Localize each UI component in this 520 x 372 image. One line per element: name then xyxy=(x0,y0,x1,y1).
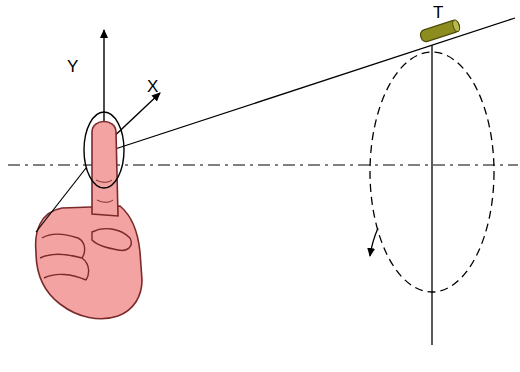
leader-line xyxy=(36,168,86,232)
index-finger xyxy=(92,122,118,217)
hand-fist xyxy=(36,206,142,319)
target-label: T xyxy=(433,4,443,21)
rotation-path xyxy=(370,52,494,292)
rotation-arrow xyxy=(370,228,378,256)
axis-label: X xyxy=(147,78,158,95)
target-cylinder xyxy=(419,19,461,43)
finger-joints xyxy=(96,180,113,202)
rotation-ellipse xyxy=(84,112,124,188)
rotation-axis xyxy=(431,45,432,345)
finger-creases xyxy=(40,234,86,280)
center-line xyxy=(8,165,518,166)
thumb xyxy=(92,229,131,251)
knuckles xyxy=(78,238,89,280)
axis-label: Y xyxy=(67,58,78,75)
sight-line xyxy=(112,18,515,150)
